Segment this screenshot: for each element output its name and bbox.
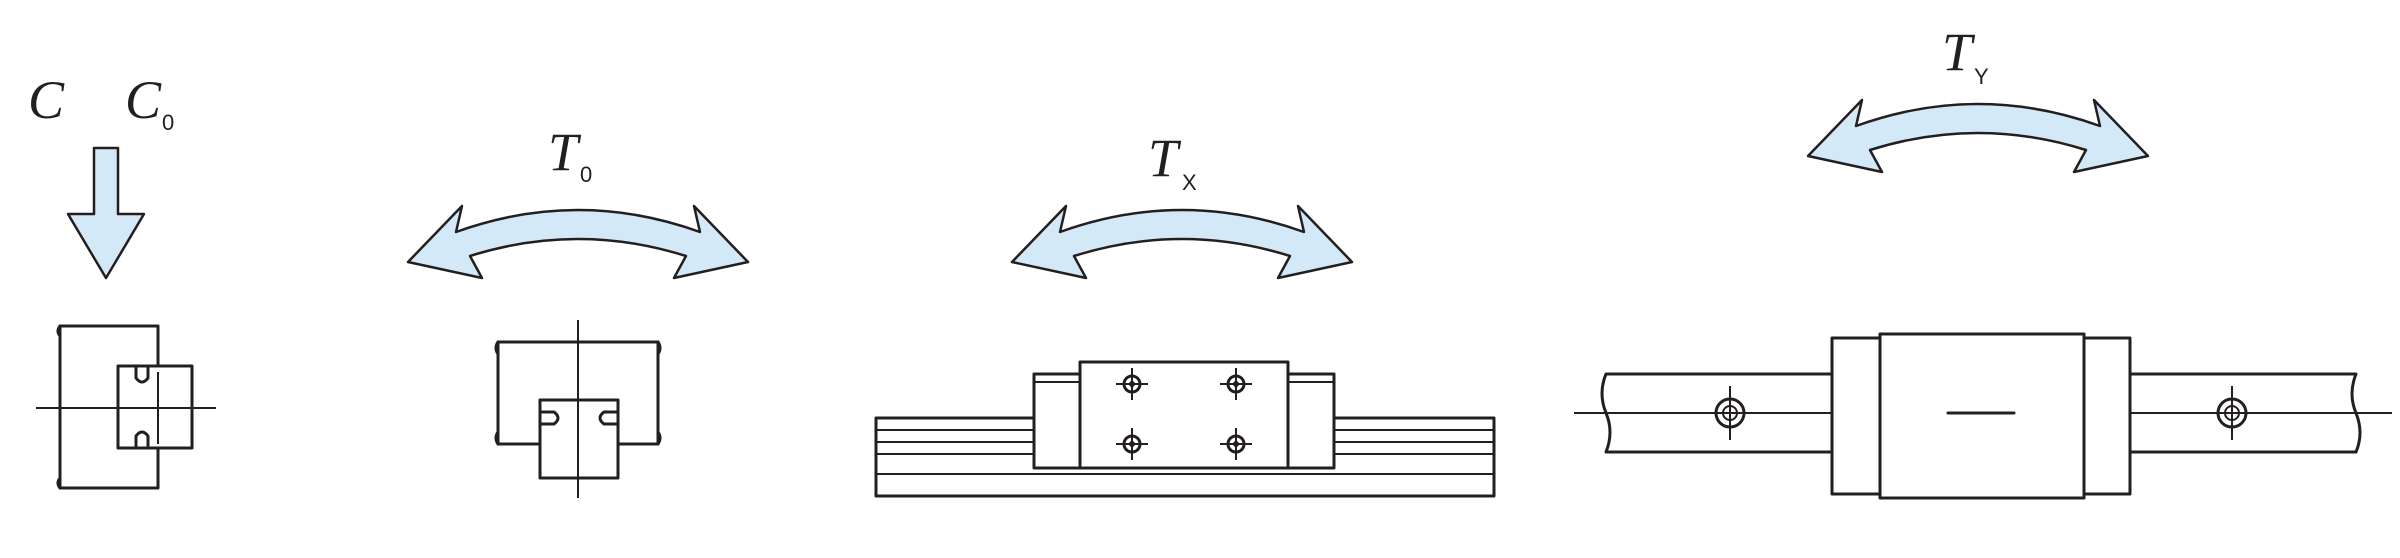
rail-and-block-side-view <box>874 360 1496 498</box>
t0-rotation-arrow <box>406 204 750 280</box>
panel-ty: T Y <box>1574 22 2392 500</box>
rail-and-block-top-view <box>1574 332 2392 500</box>
panel-tx: T X <box>874 128 1496 498</box>
label-tx-subscript: X <box>1182 170 1197 195</box>
label-t0-subscript: 0 <box>580 162 592 187</box>
panel-t0: T 0 <box>406 122 750 498</box>
ty-rotation-arrow <box>1806 98 2150 174</box>
label-c: C <box>28 70 65 130</box>
label-c0: C <box>125 70 162 130</box>
label-t0: T <box>548 122 582 182</box>
label-ty: T <box>1942 22 1976 82</box>
block-end-view <box>494 320 662 498</box>
bolt-holes <box>1116 368 1252 460</box>
label-c0-subscript: 0 <box>162 110 174 135</box>
label-ty-subscript: Y <box>1974 64 1989 89</box>
block-cross-section-side <box>36 324 216 490</box>
panel-load: C C 0 <box>28 70 216 490</box>
label-tx: T <box>1148 128 1182 188</box>
tx-rotation-arrow <box>1010 204 1354 280</box>
load-arrow-down <box>66 146 146 280</box>
